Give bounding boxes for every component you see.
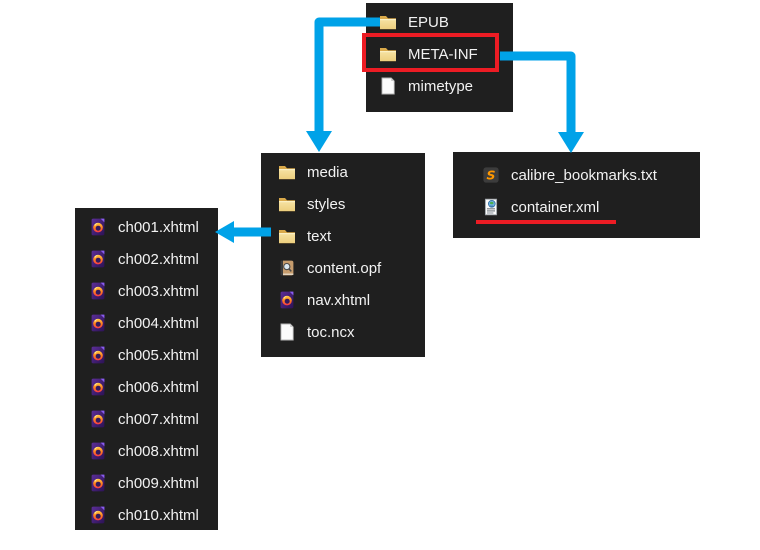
root-folder-panel: EPUB META-INF mimetype — [366, 3, 513, 112]
file-row-ch006[interactable]: ch006.xhtml — [75, 371, 218, 403]
sublime-text-icon — [481, 165, 501, 185]
file-row-ch010[interactable]: ch010.xhtml — [75, 499, 218, 531]
file-label: ch004.xhtml — [118, 314, 199, 332]
folder-icon — [277, 162, 297, 182]
file-row-ch009[interactable]: ch009.xhtml — [75, 467, 218, 499]
file-label: META-INF — [408, 45, 478, 63]
firefox-html-icon — [88, 505, 108, 525]
firefox-html-icon — [88, 217, 108, 237]
file-row-ch008[interactable]: ch008.xhtml — [75, 435, 218, 467]
firefox-html-icon — [277, 290, 297, 310]
file-label: ch001.xhtml — [118, 218, 199, 236]
file-label: styles — [307, 195, 346, 213]
file-row-styles[interactable]: styles — [261, 188, 425, 220]
folder-icon — [378, 44, 398, 64]
file-row-ch002[interactable]: ch002.xhtml — [75, 243, 218, 275]
file-row-ch004[interactable]: ch004.xhtml — [75, 307, 218, 339]
file-row-meta-inf[interactable]: META-INF — [366, 38, 513, 70]
ebook-icon — [277, 258, 297, 278]
file-label: ch005.xhtml — [118, 346, 199, 364]
file-row-media[interactable]: media — [261, 156, 425, 188]
file-row-content-opf[interactable]: content.opf — [261, 252, 425, 284]
file-row-nav-xhtml[interactable]: nav.xhtml — [261, 284, 425, 316]
file-label: media — [307, 163, 348, 181]
file-row-container-xml[interactable]: container.xml — [453, 191, 700, 223]
file-label: nav.xhtml — [307, 291, 371, 309]
file-row-mimetype[interactable]: mimetype — [366, 70, 513, 102]
file-row-ch005[interactable]: ch005.xhtml — [75, 339, 218, 371]
file-row-ch003[interactable]: ch003.xhtml — [75, 275, 218, 307]
file-label: ch008.xhtml — [118, 442, 199, 460]
file-label: mimetype — [408, 77, 474, 95]
firefox-html-icon — [88, 345, 108, 365]
file-row-calibre-bookmarks[interactable]: calibre_bookmarks.txt — [453, 159, 700, 191]
firefox-html-icon — [88, 281, 108, 301]
text-folder-panel: ch001.xhtml ch002.xhtml ch003.xhtml ch00… — [75, 208, 218, 530]
firefox-html-icon — [88, 313, 108, 333]
file-label: ch009.xhtml — [118, 474, 199, 492]
file-row-ch007[interactable]: ch007.xhtml — [75, 403, 218, 435]
meta-inf-folder-panel: calibre_bookmarks.txt container.xml — [453, 152, 700, 238]
file-row-ch001[interactable]: ch001.xhtml — [75, 211, 218, 243]
folder-icon — [378, 12, 398, 32]
file-row-text[interactable]: text — [261, 220, 425, 252]
firefox-html-icon — [88, 249, 108, 269]
file-icon — [378, 76, 398, 96]
firefox-html-icon — [88, 409, 108, 429]
file-label: ch010.xhtml — [118, 506, 199, 524]
epub-folder-panel: media styles text content.opf nav.xhtml … — [261, 153, 425, 357]
file-label: EPUB — [408, 13, 449, 31]
file-label: ch007.xhtml — [118, 410, 199, 428]
file-label: container.xml — [511, 198, 600, 216]
file-label: content.opf — [307, 259, 382, 277]
firefox-html-icon — [88, 377, 108, 397]
file-label: ch006.xhtml — [118, 378, 199, 396]
file-icon — [277, 322, 297, 342]
file-label: toc.ncx — [307, 323, 355, 341]
folder-icon — [277, 194, 297, 214]
xml-document-icon — [481, 197, 501, 217]
firefox-html-icon — [88, 441, 108, 461]
file-label: text — [307, 227, 332, 245]
file-label: calibre_bookmarks.txt — [511, 166, 657, 184]
file-label: ch003.xhtml — [118, 282, 199, 300]
file-label: ch002.xhtml — [118, 250, 199, 268]
firefox-html-icon — [88, 473, 108, 493]
file-row-epub[interactable]: EPUB — [366, 6, 513, 38]
file-row-toc-ncx[interactable]: toc.ncx — [261, 316, 425, 348]
folder-icon — [277, 226, 297, 246]
